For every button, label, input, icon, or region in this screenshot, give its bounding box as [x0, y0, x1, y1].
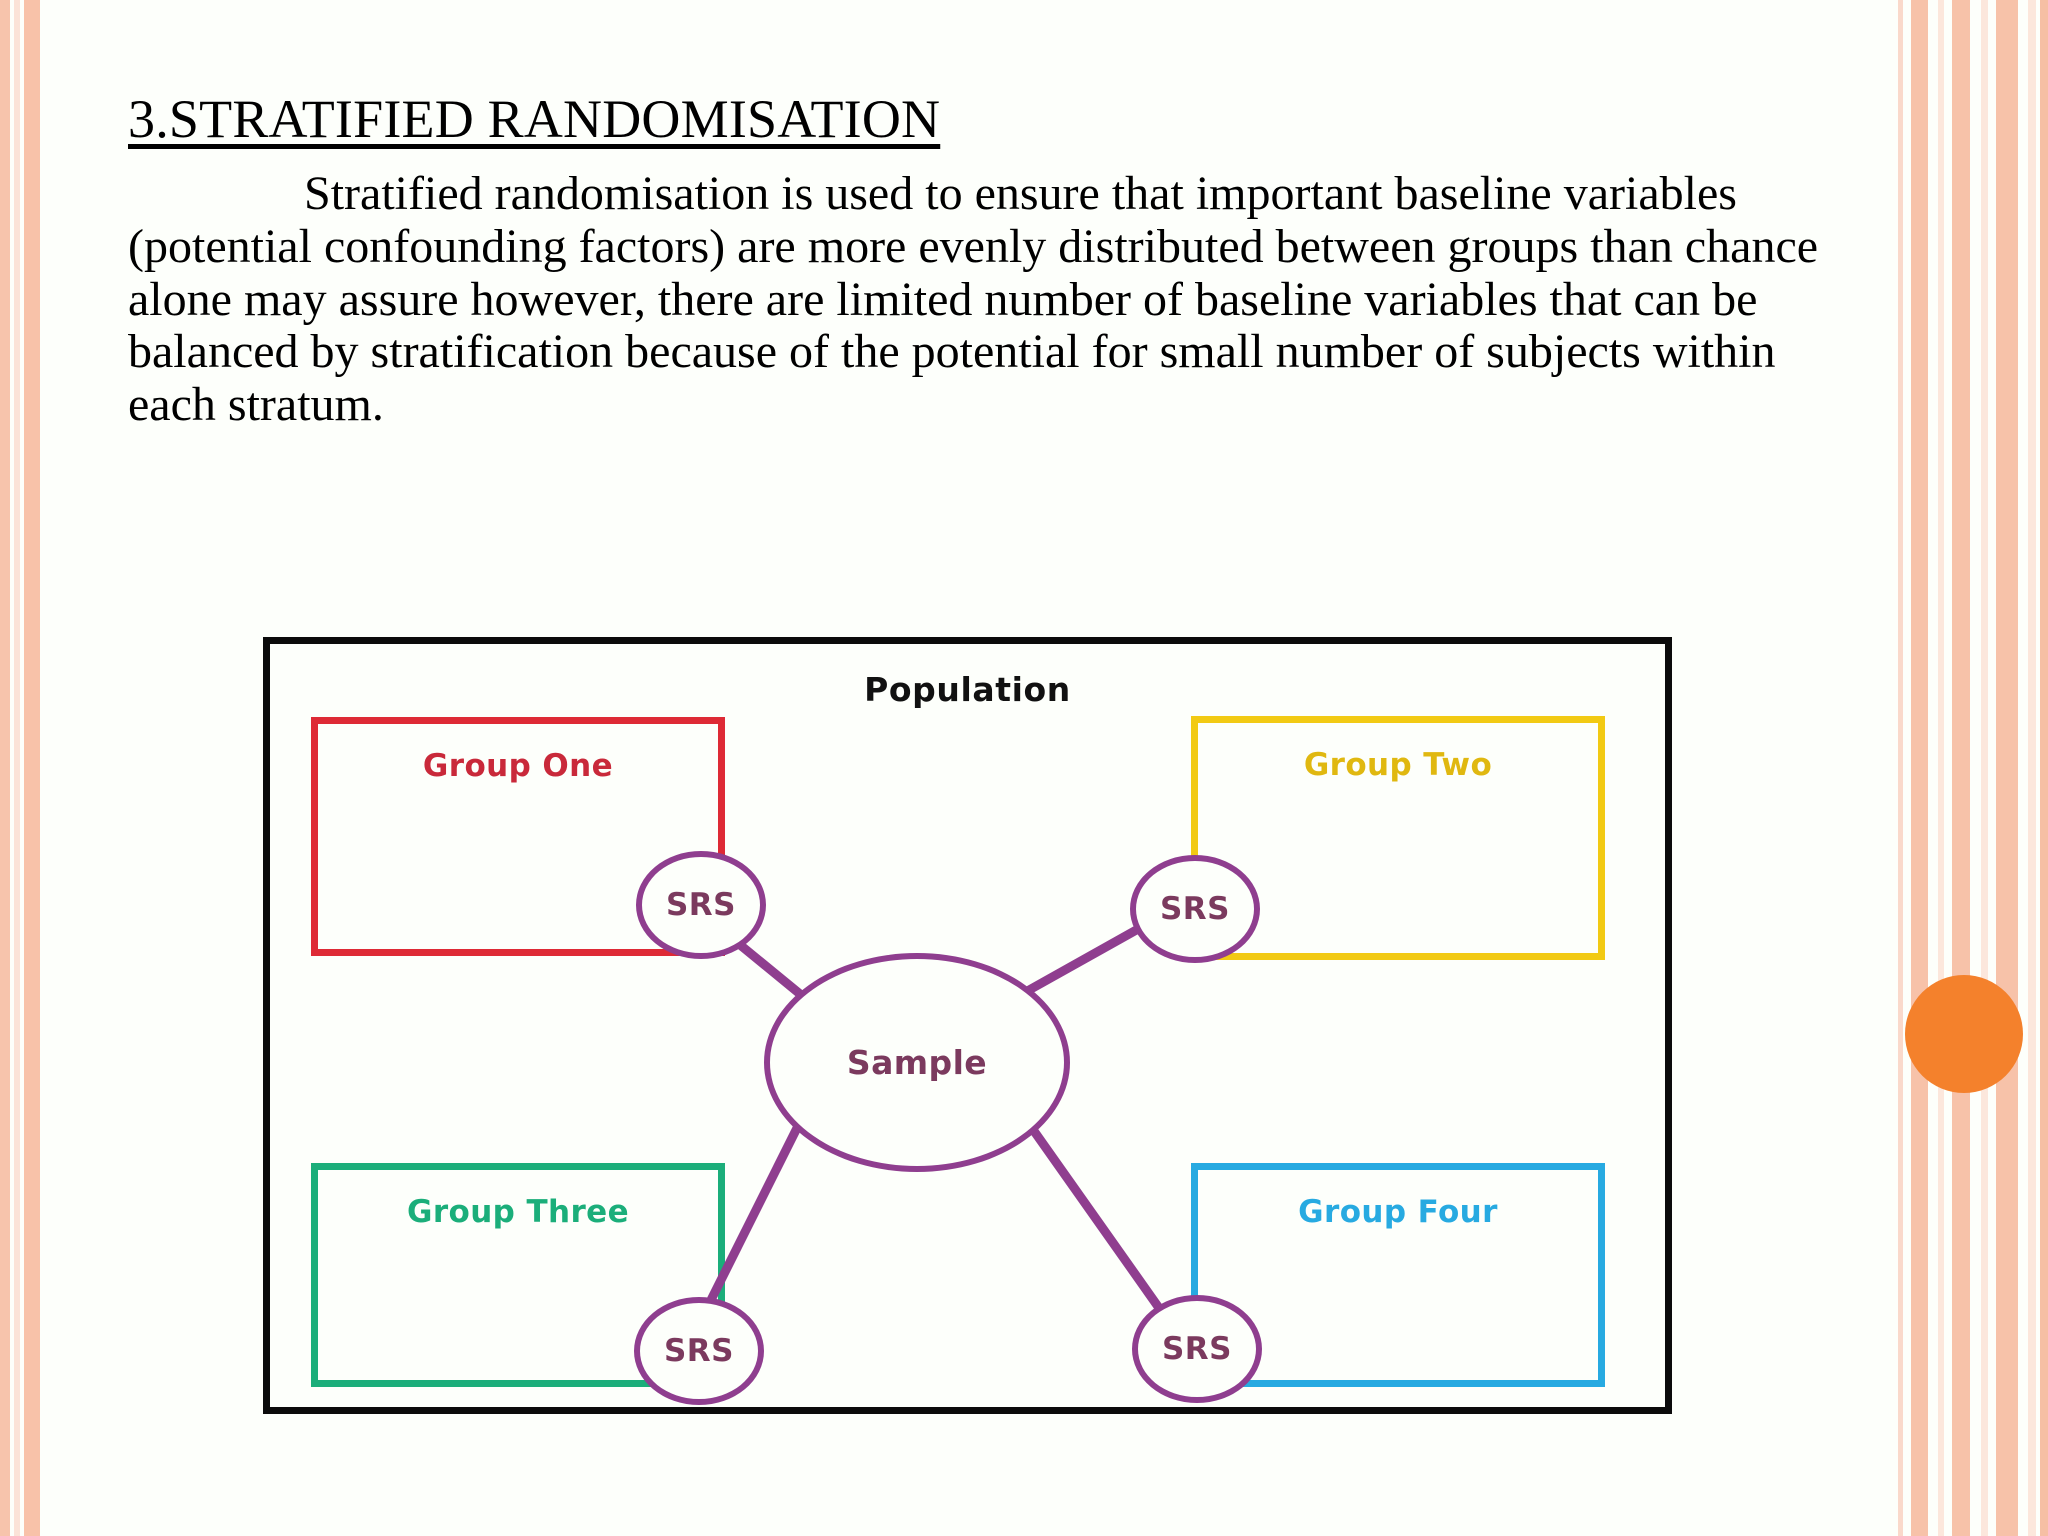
- group-one-label: Group One: [422, 748, 614, 784]
- right-stripe-7: [2028, 0, 2036, 1536]
- group-four-label: Group Four: [1298, 1194, 1498, 1230]
- accent-circle-icon: [1905, 975, 2023, 1093]
- group-box-two: Group Two: [1191, 716, 1605, 960]
- right-stripe-3: [1938, 0, 1944, 1536]
- group-two-label: Group Two: [1303, 747, 1493, 783]
- stratified-randomisation-diagram: Population Group One Group Two Group Thr…: [263, 637, 1672, 1414]
- right-stripe-4: [1952, 0, 1970, 1536]
- srs-circle-four: SRS: [1132, 1295, 1262, 1403]
- left-stripe-light: [14, 0, 20, 1536]
- right-stripe-5: [1981, 0, 1988, 1536]
- right-stripe-8: [2040, 0, 2048, 1536]
- group-box-four: Group Four: [1191, 1163, 1605, 1387]
- right-stripe-1: [1898, 0, 1903, 1536]
- body-paragraph: Stratified randomisation is used to ensu…: [128, 167, 1819, 432]
- group-box-one: Group One: [311, 717, 725, 956]
- left-stripe-outer: [0, 0, 10, 1536]
- right-stripe-6: [1996, 0, 2018, 1536]
- srs-circle-three: SRS: [634, 1297, 764, 1405]
- population-label: Population: [864, 670, 1071, 709]
- sample-circle: Sample: [764, 953, 1070, 1172]
- right-stripe-2: [1911, 0, 1928, 1536]
- left-stripe-inner: [24, 0, 40, 1536]
- page-title: 3.STRATIFIED RANDOMISATION: [128, 89, 941, 149]
- srs-circle-two: SRS: [1130, 855, 1260, 963]
- srs-circle-one: SRS: [636, 851, 766, 959]
- group-three-label: Group Three: [406, 1194, 630, 1230]
